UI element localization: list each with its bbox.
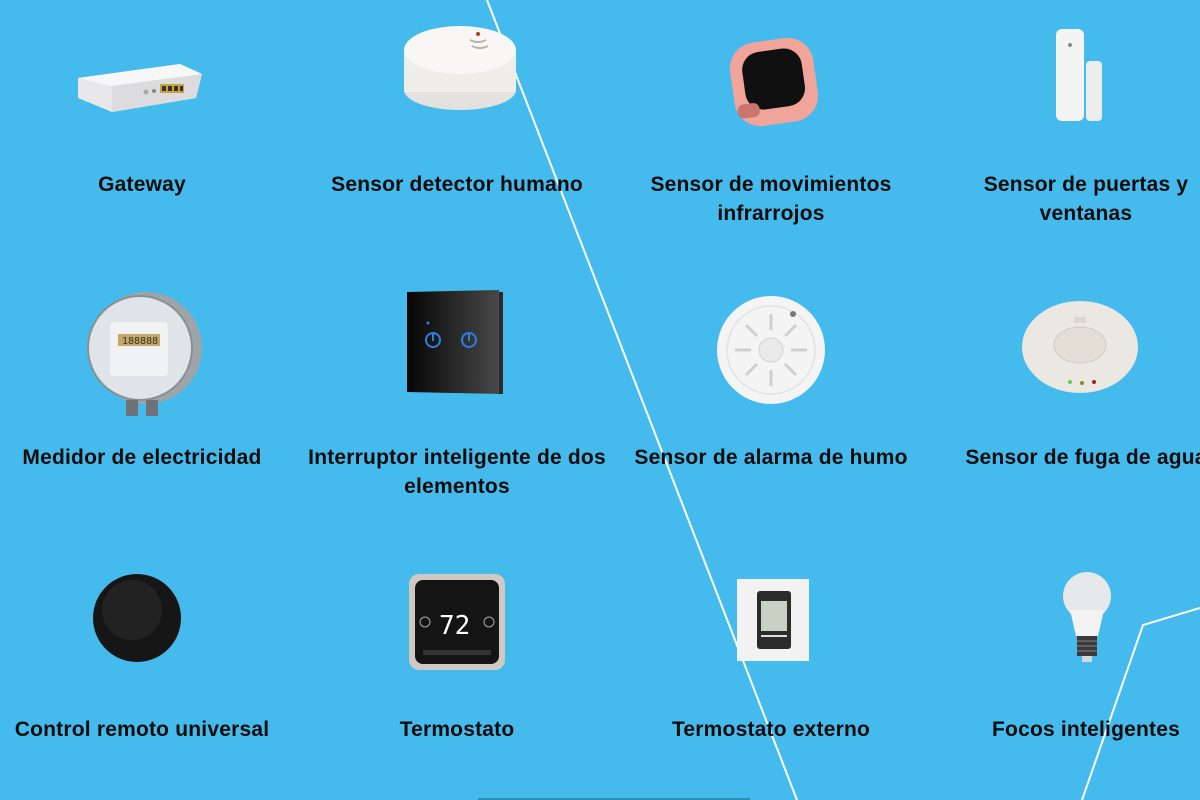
device-label: Focos inteligentes (992, 718, 1180, 741)
device-label: Sensor detector humano (331, 173, 583, 196)
device-label: Sensor de fuga de agua (965, 446, 1200, 469)
water-leak-sensor-icon (1022, 301, 1138, 393)
external-thermostat-icon (737, 579, 809, 661)
device-label: Termostato (399, 718, 515, 741)
smart-switch-icon (407, 290, 503, 394)
device-label: Sensor de movimientos infrarrojos (650, 173, 892, 225)
thermostat-icon: 72 (409, 574, 505, 670)
device-label: Gateway (98, 173, 186, 196)
smart-bulb-icon (1063, 572, 1111, 662)
infrared-motion-sensor-icon (729, 37, 819, 127)
device-label: Sensor de alarma de humo (634, 446, 908, 469)
device-label: Interruptor inteligente de dos elementos (308, 446, 606, 498)
universal-remote-icon (93, 574, 181, 662)
svg-text:188888: 188888 (122, 336, 158, 347)
device-label: Termostato externo (671, 718, 871, 741)
door-window-sensor-icon (1056, 29, 1102, 121)
smoke-alarm-icon (717, 296, 825, 404)
device-label: Sensor de puertas y ventanas (983, 173, 1189, 225)
svg-text:72: 72 (439, 611, 470, 641)
human-detector-sensor-icon (404, 26, 516, 110)
device-label: Medidor de electricidad (22, 446, 262, 469)
device-label: Control remoto universal (14, 718, 270, 741)
electricity-meter-icon: 188888 (87, 292, 202, 416)
bottom-bar (478, 798, 750, 800)
gateway-router-icon (78, 64, 202, 112)
